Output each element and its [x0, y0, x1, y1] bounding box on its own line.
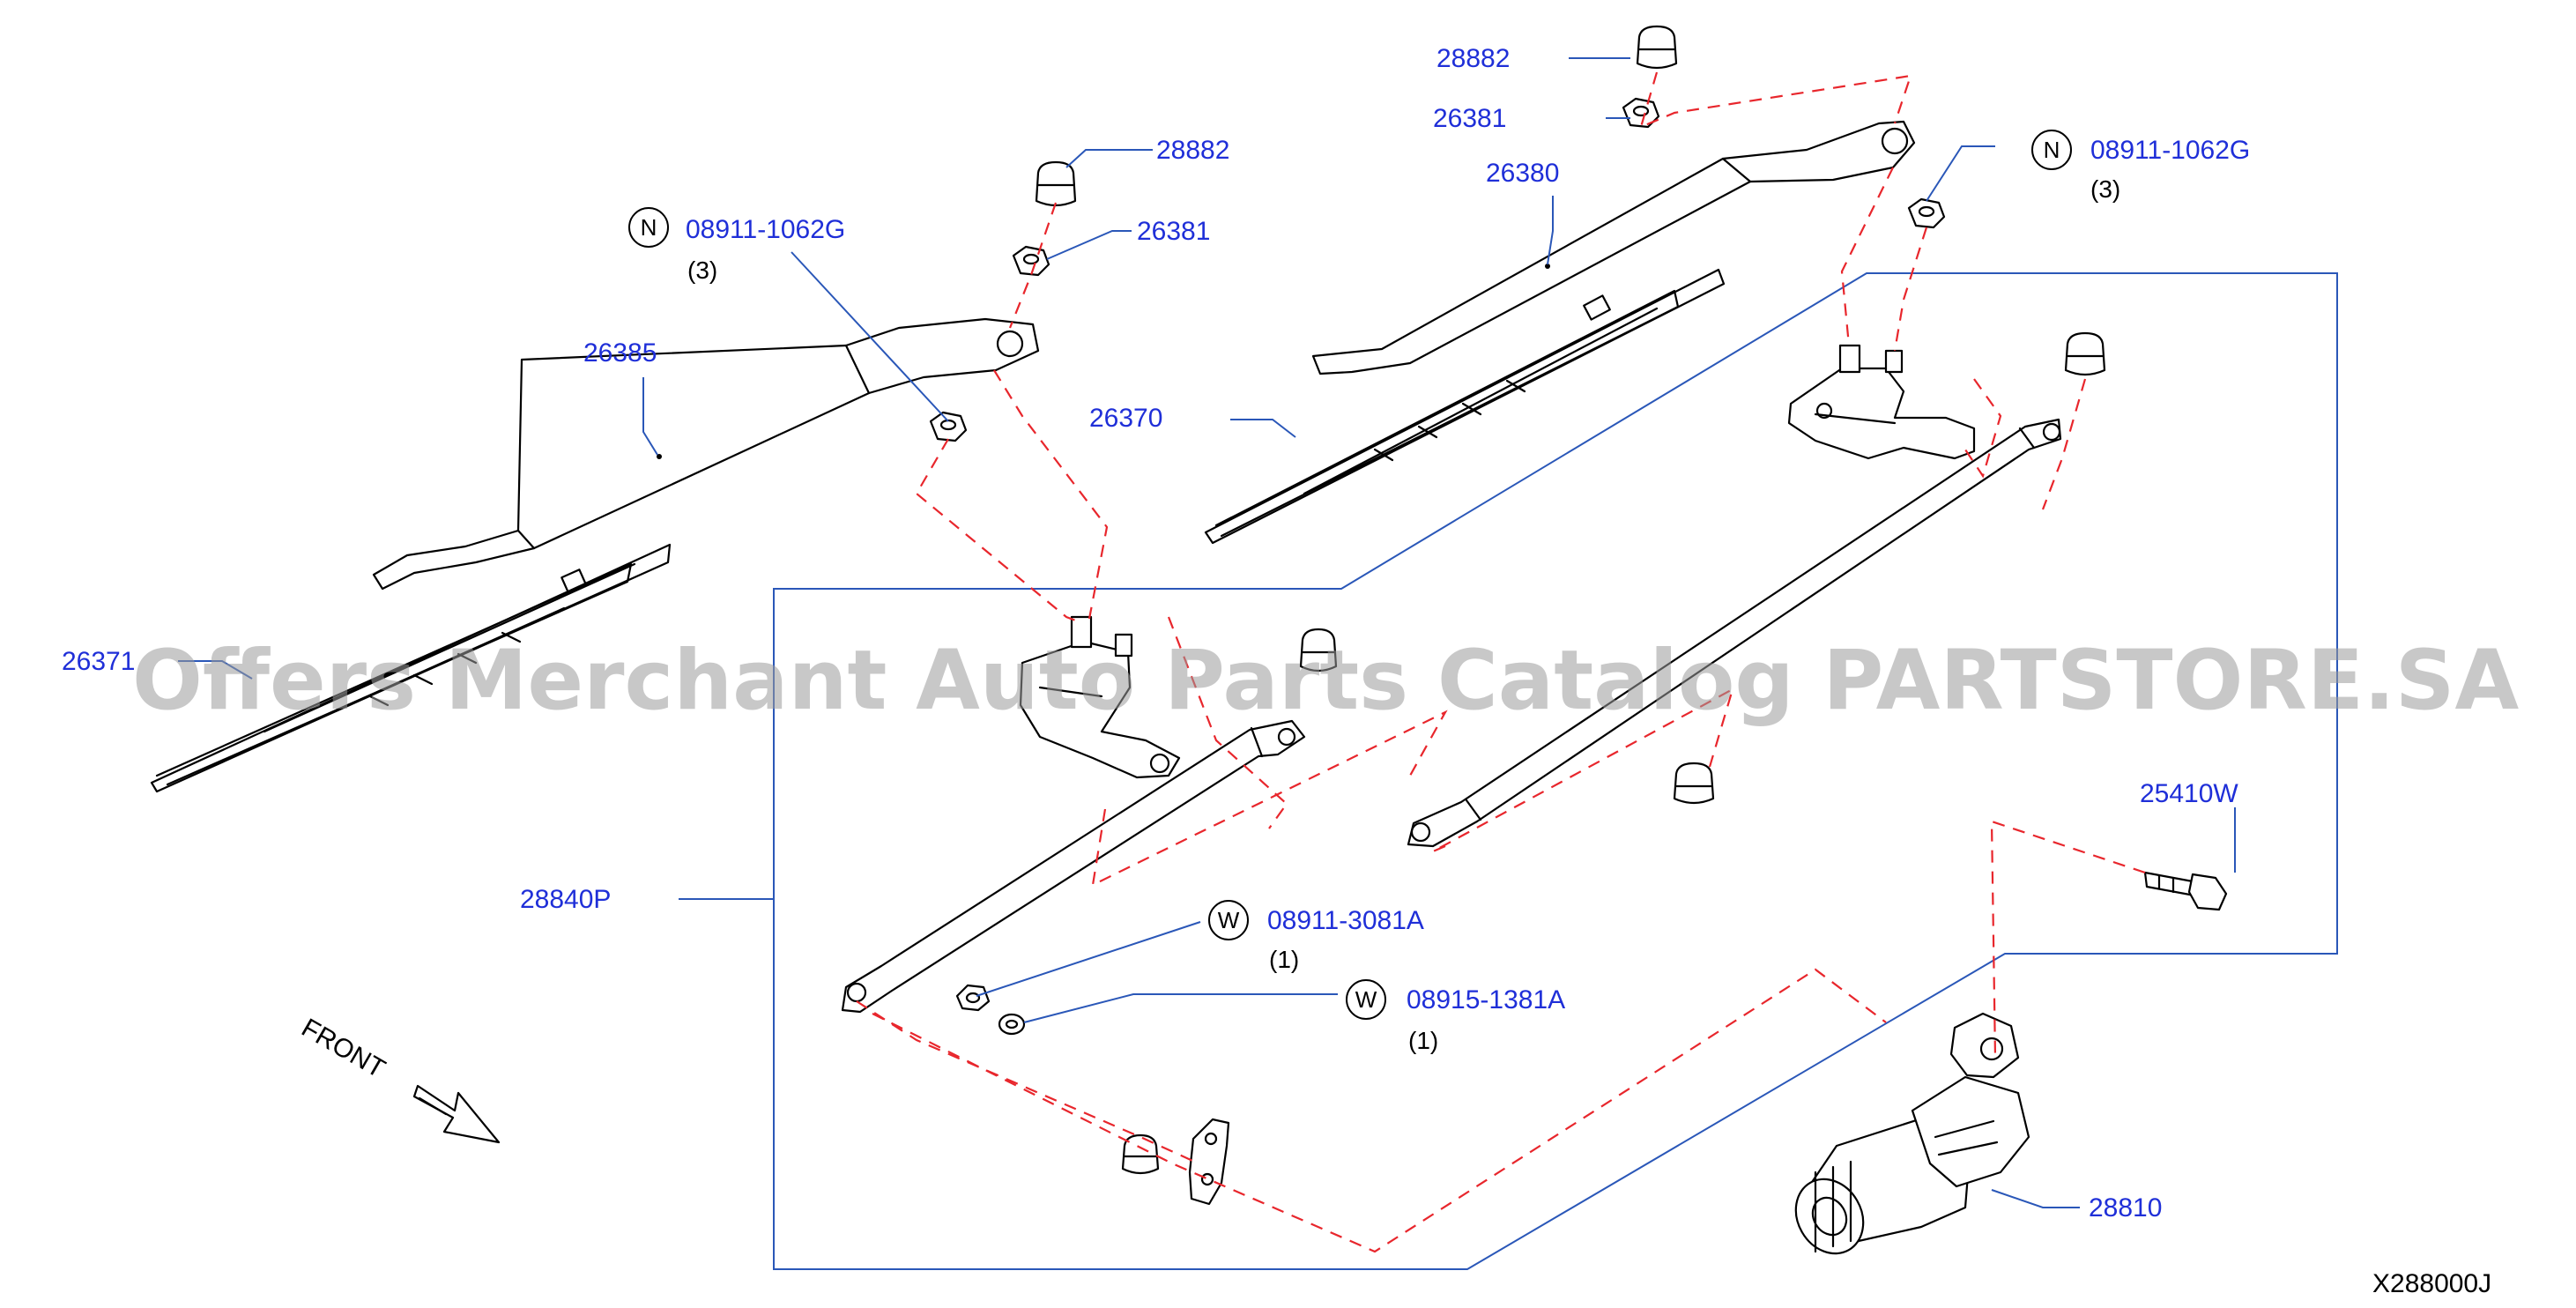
part-label-28810: 28810 — [2089, 1193, 2162, 1223]
part-label-26380: 26380 — [1486, 159, 1559, 188]
front-label: FRONT — [297, 1013, 390, 1083]
left-pivot-assembly — [1019, 615, 1181, 779]
n-symbol-right: N — [2044, 137, 2060, 163]
part-label-28882-right: 28882 — [1436, 44, 1510, 73]
nut-08911-3081a — [955, 984, 991, 1012]
qty-08915-1381a: (1) — [1408, 1027, 1438, 1054]
cap-28882-right — [1636, 25, 1678, 70]
upper-right-link-rod — [1407, 418, 2062, 848]
part-label-28882-left: 28882 — [1156, 136, 1229, 165]
w-symbol-lower: W — [1355, 986, 1377, 1013]
w-symbol-upper: W — [1218, 907, 1240, 933]
qty-08911-1062g-left: (3) — [687, 256, 717, 284]
watermark: Offers Merchant Auto Parts Catalog PARTS… — [132, 633, 2519, 729]
part-label-26381-left: 26381 — [1137, 217, 1210, 246]
washer-08915-1381a — [998, 1013, 1026, 1036]
right-pivot-assembly — [1787, 344, 1976, 460]
wiper-motor — [1794, 1012, 2030, 1255]
diagram-code: X288000J — [2372, 1269, 2491, 1298]
linkage-assembly-frame — [773, 272, 2338, 1270]
part-label-28840p: 28840P — [520, 885, 611, 914]
part-label-26385: 26385 — [583, 338, 657, 368]
lower-left-link-rod — [841, 719, 1306, 1014]
nut-08911-1062g-right — [1907, 197, 1946, 229]
right-wiper-arm — [1311, 120, 1916, 375]
part-label-26371: 26371 — [62, 647, 135, 676]
w-symbol-upper-circle — [1208, 900, 1249, 940]
linkage-bracket — [1188, 1118, 1230, 1206]
right-wiper-blade — [1204, 268, 1726, 545]
w-symbol-lower-circle — [1346, 979, 1386, 1020]
grommet-lower — [1121, 1133, 1160, 1175]
part-label-08911-1062g-right: 08911-1062G — [2090, 136, 2250, 165]
cap-28882-left — [1035, 160, 1077, 207]
part-label-08911-1062g-left: 08911-1062G — [686, 215, 845, 244]
bushing-right-rod — [2064, 331, 2106, 376]
nut-26381-left — [1012, 245, 1050, 277]
qty-08911-1062g-right: (3) — [2090, 175, 2120, 203]
nut-26381-right — [1622, 97, 1660, 129]
n-symbol-left: N — [641, 214, 657, 241]
leader-lines — [178, 57, 2236, 1208]
part-label-26381-right: 26381 — [1433, 104, 1506, 133]
dashed-connectors — [856, 71, 2146, 1253]
n-symbol-left-circle — [628, 207, 669, 248]
nut-08911-1062g-left — [929, 411, 968, 442]
part-label-26370: 26370 — [1089, 404, 1162, 433]
left-wiper-blade — [150, 543, 672, 793]
left-wiper-arm — [372, 317, 1040, 591]
part-label-08915-1381a: 08915-1381A — [1407, 985, 1565, 1014]
grommet-center — [1673, 762, 1715, 805]
bushing-upper-left — [1299, 628, 1338, 673]
part-label-25410w: 25410W — [2140, 779, 2238, 808]
qty-08911-3081a: (1) — [1269, 946, 1299, 973]
part-label-08911-3081a: 08911-3081A — [1267, 906, 1424, 935]
bolt-25410w — [2143, 871, 2228, 911]
n-symbol-right-circle — [2031, 130, 2072, 170]
front-direction-arrow — [412, 1084, 501, 1144]
